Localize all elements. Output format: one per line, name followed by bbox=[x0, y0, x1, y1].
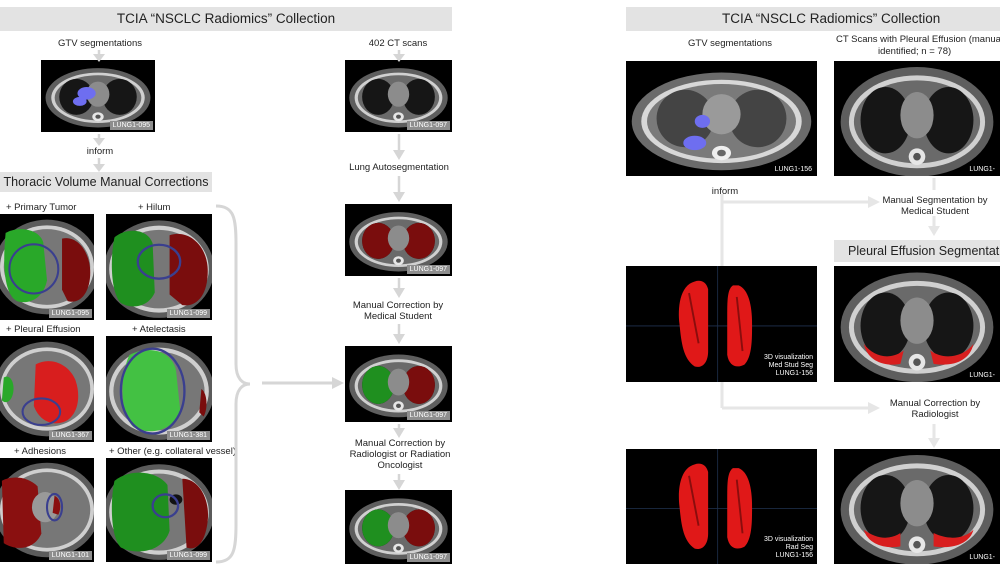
corr-id-4: LUNG1-101 bbox=[48, 551, 92, 560]
arrow-right-rad bbox=[928, 424, 940, 448]
right-title-band: TCIA “NSCLC Radiomics” Collection bbox=[626, 7, 1000, 31]
right-ct-image: LUNG1- bbox=[834, 61, 1000, 176]
radiologist-image: LUNG1-097 bbox=[345, 490, 452, 564]
viz2-line1: 3D visualization bbox=[763, 536, 813, 543]
auto-seg-id: LUNG1-097 bbox=[406, 265, 450, 274]
corr-image-atelectasis: LUNG1-381 bbox=[106, 336, 212, 442]
tumor-shape bbox=[77, 87, 96, 100]
right-radiologist-label: Manual Correction by Radiologist bbox=[889, 398, 981, 420]
effusion-seg-image-2: LUNG1- bbox=[834, 449, 1000, 564]
viz1-line1: 3D visualization bbox=[763, 354, 813, 361]
right-ct-label-2: identified; n = 78) bbox=[878, 46, 952, 57]
auto-seg-image: LUNG1-097 bbox=[345, 204, 452, 276]
right-med-student-label: Manual Segmentation by Medical Student bbox=[882, 195, 988, 217]
arrow-inform-to-section bbox=[93, 158, 105, 172]
left-section-band: Thoracic Volume Manual Corrections bbox=[0, 172, 212, 192]
corr-id-3: LUNG1-381 bbox=[166, 431, 210, 440]
right-ct-id: LUNG1- bbox=[969, 166, 995, 173]
right-inform-label: inform bbox=[711, 186, 739, 197]
corr-label-2: + Pleural Effusion bbox=[6, 324, 81, 335]
viz1-caption: 3D visualization Med Stud Seg LUNG1-156 bbox=[764, 354, 813, 378]
med-student-id: LUNG1-097 bbox=[406, 411, 450, 420]
corr-id-0: LUNG1-095 bbox=[48, 309, 92, 318]
viz1-line3: LUNG1-156 bbox=[775, 370, 813, 377]
corr-label-5: + Other (e.g. collateral vessel) bbox=[109, 446, 236, 457]
corr-label-1: + Hilum bbox=[138, 202, 171, 213]
corr-image-primary-tumor: LUNG1-095 bbox=[0, 214, 94, 320]
effusion-seg-id-1: LUNG1- bbox=[969, 372, 995, 379]
right-gtv-id: LUNG1-156 bbox=[774, 166, 812, 173]
right-title: TCIA “NSCLC Radiomics” Collection bbox=[722, 11, 941, 26]
left-ct-id: LUNG1-097 bbox=[406, 121, 450, 130]
left-section-title: Thoracic Volume Manual Corrections bbox=[3, 175, 209, 189]
arrow-gtv-label bbox=[93, 50, 105, 62]
corr-label-3: + Atelectasis bbox=[132, 324, 186, 335]
corr-image-hilum: LUNG1-099 bbox=[106, 214, 212, 320]
corr-label-0: + Primary Tumor bbox=[6, 202, 77, 213]
arrow-med-to-rad bbox=[393, 424, 405, 438]
viz-radiologist: 3D visualization Rad Seg LUNG1-156 bbox=[626, 449, 817, 564]
arrow-ct-label bbox=[393, 50, 405, 62]
radiologist-id: LUNG1-097 bbox=[406, 553, 450, 562]
viz2-caption: 3D visualization Rad Seg LUNG1-156 bbox=[764, 536, 813, 560]
arrow-gtv-to-inform bbox=[93, 134, 105, 146]
brace-arrow bbox=[262, 377, 344, 389]
med-student-image: LUNG1-097 bbox=[345, 346, 452, 422]
effusion-seg-id-2: LUNG1- bbox=[969, 554, 995, 561]
right-gtv-label: GTV segmentations bbox=[688, 38, 772, 49]
viz1-line2: Med Stud Seg bbox=[768, 362, 813, 369]
viz2-line2: Rad Seg bbox=[785, 544, 813, 551]
brace-connector bbox=[215, 204, 251, 564]
arrow-rad-label bbox=[393, 474, 405, 490]
corr-image-pleural-effusion: LUNG1-367 bbox=[0, 336, 94, 442]
arrow-auto-to-med bbox=[393, 278, 405, 298]
med-student-label: Manual Correction by Medical Student bbox=[352, 300, 444, 322]
left-gtv-label: GTV segmentations bbox=[58, 38, 142, 49]
arrow-ct-to-auto bbox=[393, 134, 405, 160]
viz-med-student: 3D visualization Med Stud Seg LUNG1-156 bbox=[626, 266, 817, 382]
right-section-title: Pleural Effusion Segmentation bbox=[848, 244, 1000, 258]
radiologist-label: Manual Correction by Radiologist or Radi… bbox=[349, 438, 451, 471]
corr-id-1: LUNG1-099 bbox=[166, 309, 210, 318]
arrow-auto-label bbox=[393, 176, 405, 202]
viz2-line3: LUNG1-156 bbox=[775, 552, 813, 559]
left-inform-label: inform bbox=[86, 146, 114, 157]
corr-id-5: LUNG1-099 bbox=[166, 551, 210, 560]
corr-label-4: + Adhesions bbox=[14, 446, 67, 457]
right-gtv-image: LUNG1-156 bbox=[626, 61, 817, 176]
left-ct-label: 402 CT scans bbox=[368, 38, 428, 49]
corr-id-2: LUNG1-367 bbox=[48, 431, 92, 440]
corr-image-adhesions: LUNG1-101 bbox=[0, 458, 94, 562]
left-gtv-image: LUNG1-095 bbox=[41, 60, 155, 132]
right-section-band: Pleural Effusion Segmentation bbox=[834, 240, 1000, 262]
effusion-seg-image-1: LUNG1- bbox=[834, 266, 1000, 382]
corr-image-other: LUNG1-099 bbox=[106, 458, 212, 562]
left-title-band: TCIA “NSCLC Radiomics” Collection bbox=[0, 7, 452, 31]
right-ct-label-1: CT Scans with Pleural Effusion (manual bbox=[836, 34, 1000, 45]
auto-seg-label: Lung Autosegmentation bbox=[349, 162, 449, 173]
left-ct-image: LUNG1-097 bbox=[345, 60, 452, 132]
left-gtv-id: LUNG1-095 bbox=[109, 121, 153, 130]
left-title: TCIA “NSCLC Radiomics” Collection bbox=[116, 11, 336, 26]
arrow-med-label bbox=[393, 324, 405, 344]
